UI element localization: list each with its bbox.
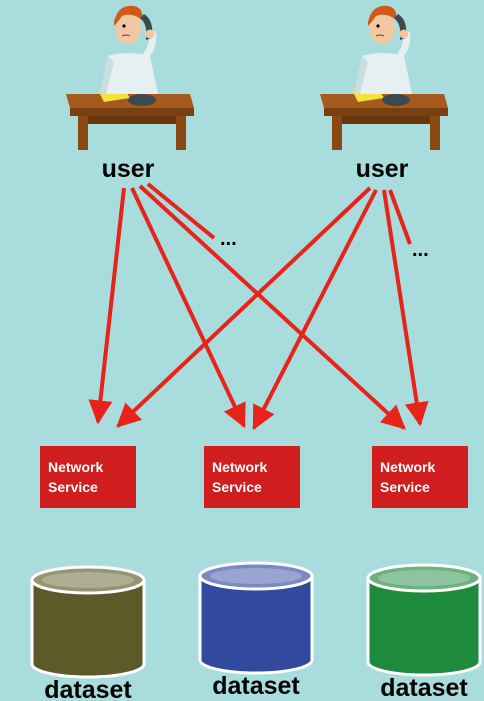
network-service-2: Network Service xyxy=(204,446,300,508)
user-label: user xyxy=(356,155,409,183)
service-label-line1: Network xyxy=(48,459,103,475)
dataset-cylinder-icon xyxy=(198,574,314,675)
more-connections-label-1: ... xyxy=(220,228,237,250)
arrow-user2-service2 xyxy=(252,189,378,431)
service-label-line1: Network xyxy=(212,459,267,475)
dataset-3: dataset xyxy=(366,563,482,701)
user-node-2: user xyxy=(319,5,449,183)
arrow-user2-service3 xyxy=(382,189,429,427)
dataset-2: dataset xyxy=(198,561,314,700)
service-label-line2: Service xyxy=(380,479,430,495)
service-label-line2: Service xyxy=(212,479,262,495)
arrow-user1-service1 xyxy=(88,187,126,425)
arrow-user2-service1 xyxy=(116,186,372,428)
connection-arrows xyxy=(88,182,429,431)
dataset-label: dataset xyxy=(380,674,468,701)
more-connections-label-2: ... xyxy=(412,239,429,261)
arrow-user1-service2 xyxy=(130,187,246,429)
dataset-label: dataset xyxy=(212,672,300,700)
network-service-3: Network Service xyxy=(372,446,468,508)
arrow-user2-more xyxy=(388,189,412,245)
service-box xyxy=(372,446,468,508)
user-node-1: user xyxy=(65,5,195,183)
arrow-user1-more xyxy=(146,182,216,240)
dataset-1: dataset xyxy=(30,565,146,701)
network-service-1: Network Service xyxy=(40,446,136,508)
dataset-cylinder-icon xyxy=(30,578,146,679)
dataset-cylinder-icon xyxy=(366,576,482,677)
service-label-line1: Network xyxy=(380,459,435,475)
dataset-label: dataset xyxy=(44,676,132,701)
user-person-icon xyxy=(319,5,449,151)
service-box xyxy=(204,446,300,508)
user-person-icon xyxy=(65,5,195,151)
arrow-user1-service3 xyxy=(138,184,406,430)
service-label-line2: Service xyxy=(48,479,98,495)
service-box xyxy=(40,446,136,508)
user-label: user xyxy=(102,155,155,183)
